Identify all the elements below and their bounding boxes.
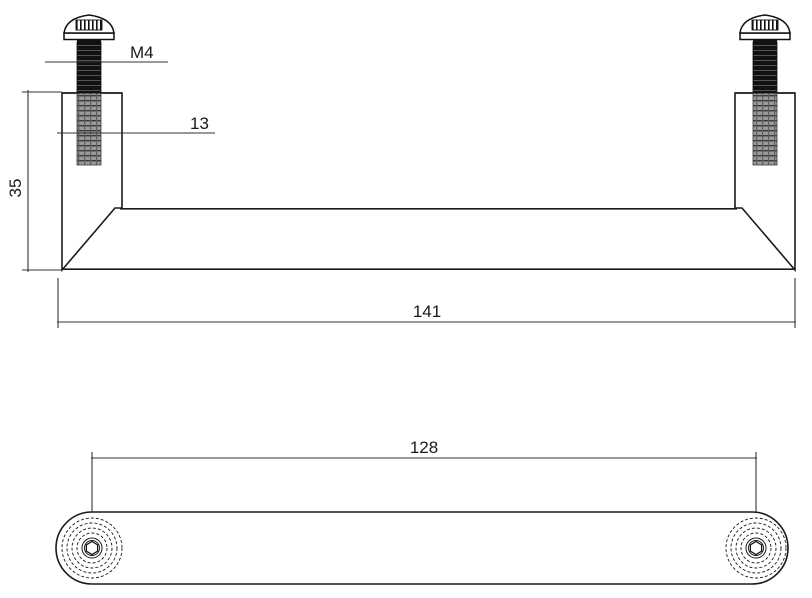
label-screw-depth: 13 — [190, 114, 209, 133]
screw-head-topview-right — [725, 517, 787, 579]
dimension-height — [22, 90, 62, 272]
plan-view-body — [55, 511, 789, 585]
dimension-center-to-center — [91, 452, 757, 512]
label-center-to-center: 128 — [410, 438, 438, 457]
dimension-overall-length — [57, 278, 796, 328]
button-head-screw-right — [739, 14, 791, 166]
label-overall-length: 141 — [413, 302, 441, 321]
label-handle-height: 35 — [6, 179, 25, 198]
button-head-screw-left — [63, 14, 115, 166]
screw-head-topview-left — [61, 517, 123, 579]
handle-bar — [61, 92, 796, 273]
label-thread-spec: M4 — [130, 43, 154, 62]
